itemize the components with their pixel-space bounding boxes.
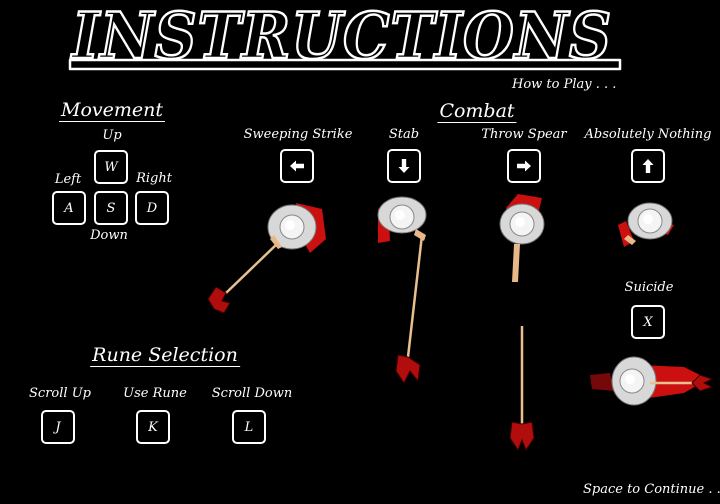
combat-heading: Combat	[437, 100, 517, 123]
arrow-left-icon	[290, 160, 304, 172]
down-label: Down	[90, 228, 128, 243]
stab-sprite	[377, 196, 427, 384]
arrow-left-key[interactable]	[280, 149, 314, 183]
k-key[interactable]: K	[136, 410, 170, 444]
arrow-right-icon	[517, 160, 531, 172]
d-key-label: D	[146, 200, 158, 216]
k-key-label: K	[148, 419, 158, 435]
a-key-label: A	[64, 200, 74, 216]
l-key[interactable]: L	[232, 410, 266, 444]
w-key[interactable]: W	[94, 150, 128, 184]
spear-shaft	[406, 234, 424, 358]
s-key[interactable]: S	[94, 191, 128, 225]
absolutely-nothing-label: Absolutely Nothing	[584, 127, 712, 142]
scroll-up-label: Scroll Up	[29, 386, 91, 401]
sweeping-strike-sprite	[207, 203, 326, 314]
use-rune-label: Use Rune	[123, 386, 187, 401]
right-label: Right	[136, 171, 172, 186]
arrow-up-icon	[642, 159, 654, 173]
subtitle: How to Play . . .	[512, 77, 617, 92]
title-underline-bar	[68, 58, 622, 71]
spear-head-icon	[691, 374, 714, 392]
spear-head-icon	[207, 286, 231, 314]
s-key-label: S	[106, 200, 116, 216]
title-banner: INSTRUCTIONS	[68, 0, 622, 75]
j-key[interactable]: J	[41, 410, 75, 444]
x-key[interactable]: X	[631, 305, 665, 339]
arrow-right-key[interactable]	[507, 149, 541, 183]
x-key-label: X	[643, 314, 653, 330]
throw-spear-sprite	[499, 194, 545, 452]
up-label: Up	[102, 128, 122, 143]
page-title: INSTRUCTIONS	[70, 0, 612, 74]
stab-label: Stab	[388, 127, 420, 142]
arrow-down-icon	[398, 159, 410, 173]
spear-head-icon	[395, 354, 421, 384]
sweeping-strike-label: Sweeping Strike	[243, 127, 353, 142]
movement-heading: Movement	[58, 99, 166, 122]
arrow-down-key[interactable]	[387, 149, 421, 183]
idle-sprite	[618, 202, 674, 247]
a-key[interactable]: A	[52, 191, 86, 225]
spear-shaft	[225, 242, 279, 294]
left-label: Left	[54, 172, 82, 187]
suicide-label: Suicide	[624, 280, 674, 295]
d-key[interactable]: D	[135, 191, 169, 225]
j-key-label: J	[55, 419, 61, 435]
continue-prompt: Space to Continue . . .	[583, 482, 720, 497]
spear-head-icon	[509, 421, 535, 452]
rune-selection-heading: Rune Selection	[90, 344, 240, 367]
scroll-down-label: Scroll Down	[211, 386, 293, 401]
suicide-sprite	[590, 356, 714, 406]
l-key-label: L	[244, 419, 254, 435]
arrow-up-key[interactable]	[631, 149, 665, 183]
throw-spear-label: Throw Spear	[481, 127, 567, 142]
w-key-label: W	[104, 159, 118, 175]
